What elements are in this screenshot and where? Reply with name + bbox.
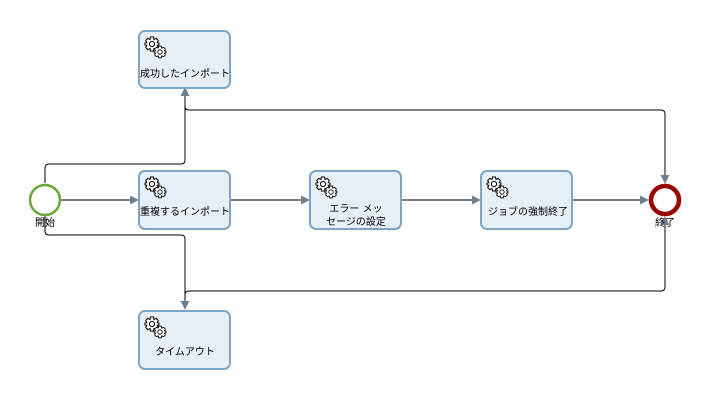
flow-start-to-timeout[interactable] xyxy=(44,216,190,310)
end-event-label: 終了 xyxy=(655,216,675,229)
task-error-message-box[interactable] xyxy=(309,170,402,230)
flow-start-to-success[interactable] xyxy=(44,87,190,183)
task-timeout-label: タイムアウト xyxy=(155,346,215,358)
start-event[interactable]: 開始 xyxy=(28,183,62,229)
flow-timeout-to-end[interactable] xyxy=(184,216,670,300)
task-force-end-label: ジョブの強制終了 xyxy=(488,205,568,218)
flow-success-to-end[interactable] xyxy=(184,100,670,184)
start-event-label: 開始 xyxy=(35,216,55,229)
task-success-import[interactable]: 成功したインポート xyxy=(138,30,231,89)
task-timeout[interactable]: タイムアウト xyxy=(138,310,231,370)
task-duplicate-import[interactable]: 重複するインポート xyxy=(138,170,231,230)
task-success-import-box[interactable] xyxy=(138,30,231,89)
task-error-message[interactable]: エラー メッ セージの設定 xyxy=(309,170,402,230)
task-force-end[interactable]: ジョブの強制終了 xyxy=(480,170,573,230)
task-force-end-box[interactable] xyxy=(480,170,573,230)
task-duplicate-import-label: 重複するインポート xyxy=(140,205,230,218)
task-error-message-label-line2: セージの設定 xyxy=(326,215,386,228)
task-duplicate-import-box[interactable] xyxy=(138,170,231,230)
task-success-import-label: 成功したインポート xyxy=(140,68,230,80)
end-event-circle[interactable] xyxy=(648,183,682,217)
start-event-circle[interactable] xyxy=(28,183,62,217)
task-timeout-box[interactable] xyxy=(138,310,231,370)
task-error-message-label-line1: エラー メッ xyxy=(329,203,382,215)
end-event[interactable]: 終了 xyxy=(648,183,682,229)
